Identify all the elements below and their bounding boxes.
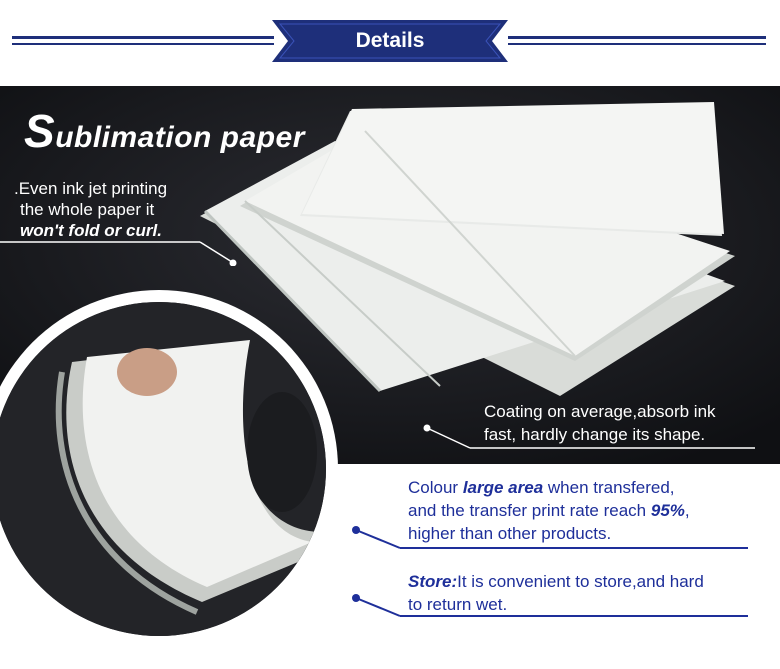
note1-line1: .Even ink jet printing xyxy=(14,179,168,198)
bullet1-line3: higher than other products. xyxy=(408,524,612,543)
bullet1-line2a: and the transfer print rate reach xyxy=(408,501,651,520)
feature-note-coating: Coating on average,absorb ink fast, hard… xyxy=(484,400,716,446)
bullet1-rate: 95% xyxy=(650,501,685,520)
bullet1-line2: and the transfer print rate reach 95%, xyxy=(408,499,690,522)
bullet1-line2c: , xyxy=(684,501,690,520)
header-line-right xyxy=(508,36,766,39)
title-rest: ublimation paper xyxy=(55,121,305,154)
product-photo xyxy=(0,86,780,464)
bullet1-line1: Colour large area when transfered, xyxy=(408,476,690,499)
feature-store: Store:It is convenient to store,and hard… xyxy=(408,570,704,616)
paper-stack-illustration xyxy=(0,86,780,464)
note2-line1: Coating on average,absorb ink xyxy=(484,402,716,421)
note1-leader-line xyxy=(0,241,237,266)
bullet2-leader-line xyxy=(352,594,748,617)
bullet1-strong: large area xyxy=(462,478,544,497)
bullet2-strong: Store: xyxy=(408,572,458,591)
bullet2-line1: Store:It is convenient to store,and hard xyxy=(408,570,704,593)
bullet1-leader-line xyxy=(352,526,748,549)
closeup-photo xyxy=(0,302,326,636)
note2-leader-line xyxy=(423,424,755,449)
note2-line2: fast, hardly change its shape. xyxy=(484,425,706,444)
bullet1-rest: when transfered, xyxy=(543,478,675,497)
panel-title: Sublimation paper xyxy=(24,104,305,158)
note1-line3: won't fold or curl. xyxy=(20,221,162,240)
note1-line2: the whole paper it xyxy=(20,200,155,219)
feature-note-fold: .Even ink jet printing the whole paper i… xyxy=(14,178,167,241)
header-line-left xyxy=(12,36,274,39)
header-ribbon xyxy=(272,20,508,62)
header-line-right-thin xyxy=(508,43,766,45)
bullet2-rest: It is convenient to store,and hard xyxy=(457,572,704,591)
feature-large-area: Colour large area when transfered, and t… xyxy=(408,476,690,545)
header-line-left-thin xyxy=(12,43,274,45)
paper-bend-illustration xyxy=(0,302,326,636)
bullet1-lead: Colour xyxy=(408,478,463,497)
title-initial: S xyxy=(24,105,56,157)
bullet2-line2: to return wet. xyxy=(408,595,508,614)
header-title: Details xyxy=(355,29,425,52)
